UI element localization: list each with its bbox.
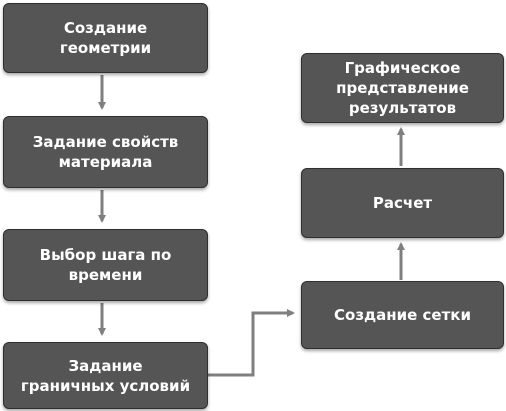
step-create-geometry-label: Создание геометрии (59, 19, 152, 57)
step-results-visualization: Графическое представление результатов (301, 53, 504, 123)
step-material-properties-label: Задание свойств материала (32, 133, 179, 171)
step-boundary-conditions: Задание граничных условий (3, 342, 208, 409)
step-time-step: Выбор шага по времени (3, 229, 208, 301)
step-calculation: Расчет (301, 168, 504, 238)
arrow-boundary-to-mesh (208, 309, 295, 377)
step-boundary-conditions-label: Задание граничных условий (20, 356, 191, 395)
step-create-geometry: Создание геометрии (3, 3, 208, 73)
step-calculation-label: Расчет (372, 194, 433, 212)
step-time-step-label: Выбор шага по времени (39, 246, 172, 284)
step-mesh: Создание сетки (301, 281, 504, 349)
step-material-properties: Задание свойств материала (3, 116, 208, 188)
step-mesh-label: Создание сетки (334, 306, 471, 324)
step-results-visualization-label: Графическое представление результатов (336, 59, 469, 117)
